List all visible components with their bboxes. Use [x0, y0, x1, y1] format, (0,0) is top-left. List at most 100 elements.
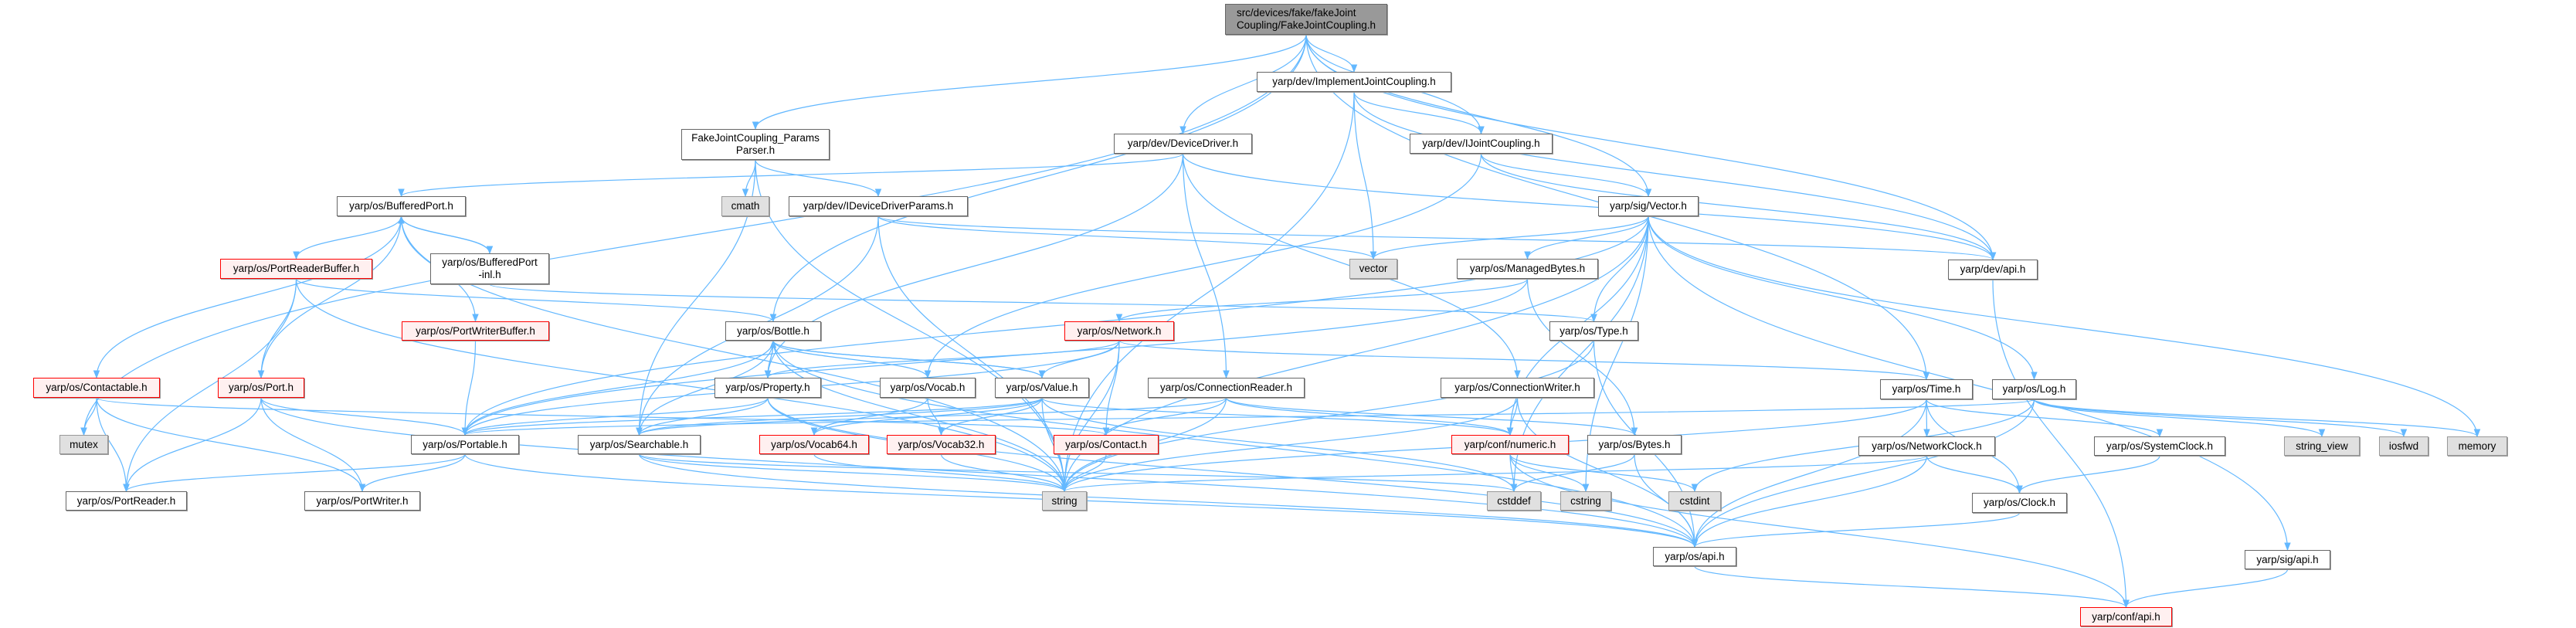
node-iddp[interactable]: yarp/dev/IDeviceDriverParams.h	[789, 196, 968, 216]
edge-searchable-to-string	[638, 453, 1068, 493]
edge-bytes-to-osapi	[1634, 453, 1699, 548]
edge-bottle-to-portable	[461, 340, 774, 436]
node-numeric[interactable]: yarp/conf/numeric.h	[1451, 435, 1569, 454]
edge-log-to-iosfwd	[2033, 399, 2408, 438]
edge-network-to-property	[764, 340, 1120, 379]
node-connwriter[interactable]: yarp/os/ConnectionWriter.h	[1441, 378, 1594, 398]
edge-params-to-iddp	[755, 159, 882, 198]
edge-value-to-searchable	[636, 397, 1043, 436]
edge-numeric-to-cstdint	[1509, 453, 1699, 493]
edge-devdrv-to-connreader	[1182, 153, 1230, 379]
node-netclock[interactable]: yarp/os/NetworkClock.h	[1858, 436, 1995, 456]
edge-log-to-osapi	[1691, 399, 2035, 548]
node-bufport[interactable]: yarp/os/BufferedPort.h	[337, 196, 466, 216]
edge-ijoint-to-devapi	[1480, 153, 1997, 261]
edge-time-to-sysclock	[1926, 399, 2164, 438]
edge-vocab64-to-string	[813, 453, 1068, 493]
edge-value-to-portable	[461, 397, 1043, 436]
node-implcoup[interactable]: yarp/dev/ImplementJointCoupling.h	[1257, 72, 1451, 92]
edge-network-to-string	[1061, 340, 1120, 493]
node-port[interactable]: yarp/os/Port.h	[218, 378, 304, 398]
edge-log-to-portable	[462, 399, 2035, 436]
node-devdrv[interactable]: yarp/dev/DeviceDriver.h	[1114, 134, 1252, 154]
edge-bufport-to-port	[257, 216, 402, 379]
node-string-view: string_view	[2284, 436, 2360, 456]
node-connreader[interactable]: yarp/os/ConnectionReader.h	[1148, 378, 1305, 398]
edge-portable-to-portwriter	[358, 453, 466, 493]
edge-time-to-osapi	[1691, 399, 1927, 548]
edge-bpinl-to-type	[489, 283, 1597, 323]
node-prb[interactable]: yarp/os/PortReaderBuffer.h	[220, 259, 372, 279]
node-network[interactable]: yarp/os/Network.h	[1064, 321, 1174, 341]
edge-implcoup-to-string	[1061, 91, 1355, 493]
edge-devdrv-to-devapi	[1182, 153, 1997, 261]
node-bottle[interactable]: yarp/os/Bottle.h	[725, 321, 821, 341]
node-portwriter[interactable]: yarp/os/PortWriter.h	[304, 491, 420, 511]
edge-vector_h-to-vector	[1369, 216, 1649, 260]
node-string: string	[1042, 491, 1087, 511]
node-clock[interactable]: yarp/os/Clock.h	[1972, 493, 2067, 513]
edge-mbytes-to-network	[1115, 278, 1529, 323]
edge-vector_h-to-memory	[1648, 216, 2481, 438]
edge-portable-to-portreader	[123, 453, 466, 493]
node-value[interactable]: yarp/os/Value.h	[995, 378, 1089, 398]
edge-port-to-portable	[260, 397, 469, 436]
node-vector: vector	[1349, 259, 1397, 279]
edge-prb-to-string	[295, 278, 1068, 493]
edge-devdrv-to-bufport	[398, 153, 1184, 198]
node-vector-h[interactable]: yarp/sig/Vector.h	[1598, 196, 1699, 216]
node-pwb[interactable]: yarp/os/PortWriterBuffer.h	[402, 321, 549, 341]
edge-port-to-osapi	[260, 397, 1699, 548]
edge-prb-to-portreader	[123, 278, 297, 493]
node-cstddef: cstddef	[1487, 491, 1541, 511]
node-time[interactable]: yarp/os/Time.h	[1880, 379, 1973, 399]
edge-sysclock-to-clock	[2016, 455, 2160, 494]
edge-root-to-mutex	[80, 34, 1307, 436]
node-vocab32[interactable]: yarp/os/Vocab32.h	[887, 435, 996, 454]
node-mbytes[interactable]: yarp/os/ManagedBytes.h	[1457, 259, 1598, 279]
edge-vocab32-to-string	[940, 453, 1068, 493]
edge-devapi-to-confapi	[1992, 279, 2130, 609]
edge-connreader-to-numeric	[1225, 397, 1514, 436]
node-bytes[interactable]: yarp/os/Bytes.h	[1587, 435, 1682, 454]
edge-ijoint-to-vector_h	[1480, 153, 1652, 198]
edge-contactable-to-portreader	[96, 397, 130, 493]
edge-contactable-to-portwriter	[96, 397, 366, 493]
edge-port-to-portwriter	[260, 397, 366, 493]
edge-root-to-bottle	[769, 34, 1307, 323]
node-contact[interactable]: yarp/os/Contact.h	[1054, 435, 1159, 454]
node-contactable[interactable]: yarp/os/Contactable.h	[33, 378, 160, 398]
edge-iddp-to-devapi	[877, 216, 1996, 261]
node-sigapi[interactable]: yarp/sig/api.h	[2245, 550, 2330, 569]
node-searchable[interactable]: yarp/os/Searchable.h	[578, 435, 701, 454]
node-type[interactable]: yarp/os/Type.h	[1549, 321, 1638, 341]
node-params[interactable]: FakeJointCoupling_Params Parser.h	[681, 129, 830, 160]
node-root[interactable]: src/devices/fake/fakeJoint Coupling/Fake…	[1225, 4, 1387, 35]
edge-connreader-to-searchable	[636, 397, 1227, 436]
edge-bytes-to-cstddef	[1510, 453, 1635, 493]
node-log[interactable]: yarp/os/Log.h	[1992, 379, 2076, 399]
edge-devdrv-to-property	[764, 153, 1184, 379]
edge-params-to-cmath	[742, 159, 756, 198]
node-bpinl[interactable]: yarp/os/BufferedPort -inl.h	[430, 253, 549, 284]
node-ijoint[interactable]: yarp/dev/IJointCoupling.h	[1410, 134, 1553, 154]
node-sysclock[interactable]: yarp/os/SystemClock.h	[2094, 436, 2225, 456]
edge-value-to-bottle	[769, 339, 1043, 378]
node-property[interactable]: yarp/os/Property.h	[714, 378, 821, 398]
edge-prb-to-bottle	[295, 278, 777, 323]
node-devapi[interactable]: yarp/dev/api.h	[1948, 260, 2038, 280]
node-vocab64[interactable]: yarp/os/Vocab64.h	[759, 435, 869, 454]
edge-network-to-time	[1118, 340, 1929, 381]
edge-clock-to-osapi	[1691, 512, 2021, 548]
edge-bpinl-to-bufport	[398, 215, 490, 254]
node-portreader[interactable]: yarp/os/PortReader.h	[66, 491, 187, 511]
edge-implcoup-to-vector	[1353, 91, 1377, 260]
edge-root-to-vector_h	[1305, 34, 1652, 198]
edge-port-to-portreader	[123, 397, 262, 493]
node-osapi[interactable]: yarp/os/api.h	[1653, 547, 1736, 566]
node-portable[interactable]: yarp/os/Portable.h	[411, 435, 519, 454]
node-vocab[interactable]: yarp/os/Vocab.h	[880, 378, 976, 398]
edge-bottle-to-searchable	[636, 340, 774, 436]
node-confapi[interactable]: yarp/conf/api.h	[2080, 607, 2172, 626]
